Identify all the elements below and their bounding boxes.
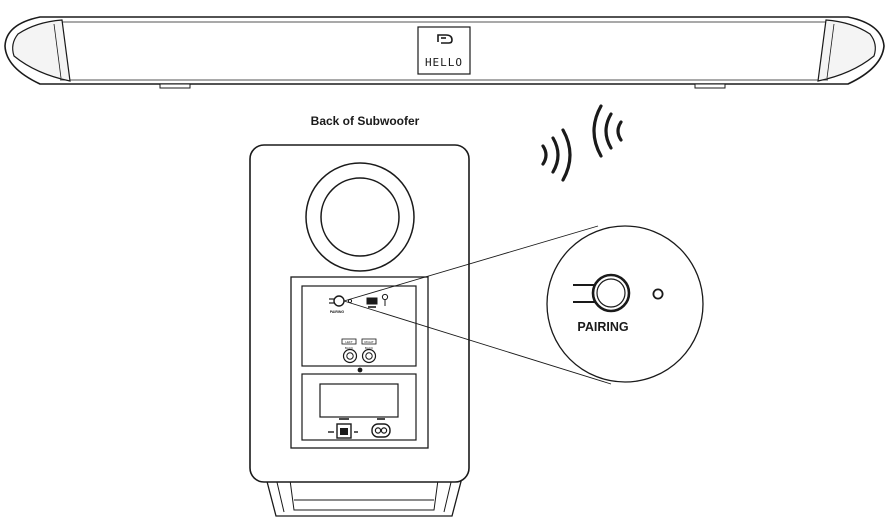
subwoofer-lower-details [319, 383, 399, 439]
input-left-label: LEFT [345, 340, 353, 344]
soundbar-foot-left [159, 83, 191, 89]
input-right-label: RIGHT [364, 340, 374, 344]
wireless-signal-left-icon [541, 128, 572, 182]
pairing-button-icon [573, 273, 631, 313]
soundbar-foot-right [694, 83, 726, 89]
pairing-led-icon [652, 288, 664, 300]
subwoofer-port-inner [320, 177, 400, 257]
logo-icon [437, 34, 453, 44]
subwoofer-caption: Back of Subwoofer [311, 114, 420, 128]
soundbar-display-text: HELLO [425, 56, 463, 69]
subwoofer-panel-screw [357, 367, 363, 373]
input-left-sub: BACK [345, 346, 353, 350]
soundbar [4, 16, 885, 89]
subwoofer-service-port [366, 293, 389, 308]
zoom-lines [343, 225, 612, 385]
callout-pairing-label: PAIRING [577, 320, 628, 334]
wireless-signal-right-icon [592, 104, 623, 158]
subwoofer-upper-panel [301, 285, 417, 367]
soundbar-right-endcap-inner [826, 23, 835, 79]
subwoofer-pairing-small-label: PAIRING [330, 310, 345, 314]
subwoofer [249, 144, 470, 517]
soundbar-left-endcap-inner [53, 23, 62, 79]
subwoofer-stand-inner [289, 479, 439, 511]
subwoofer-speaker-inputs [341, 338, 377, 364]
pairing-callout: PAIRING [546, 225, 704, 383]
subwoofer-label-window [319, 383, 399, 418]
input-right-sub: BACK [365, 346, 373, 350]
